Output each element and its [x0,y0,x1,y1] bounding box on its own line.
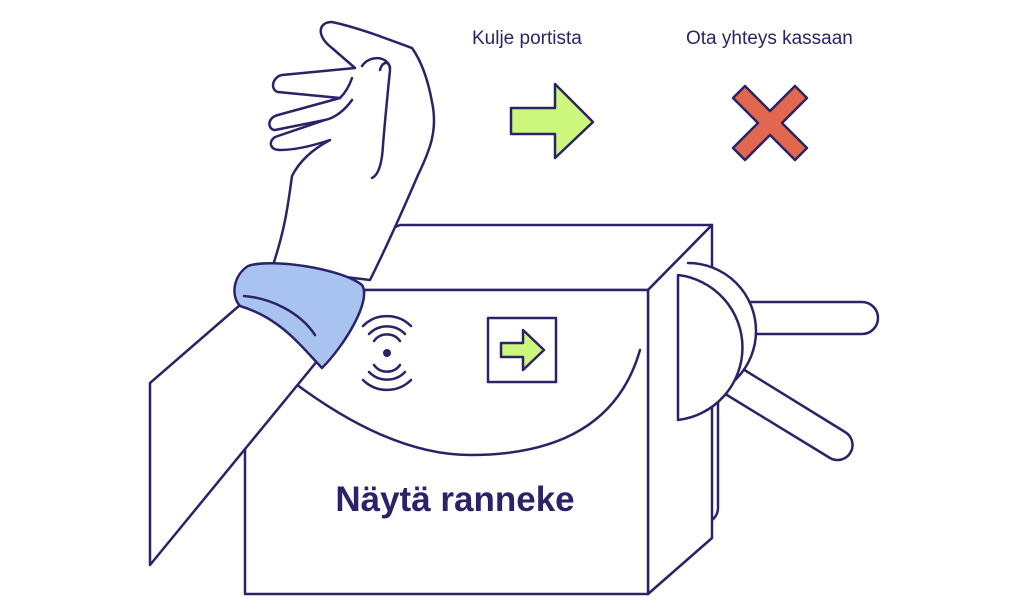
nfc-signal-icon [361,314,413,392]
go-through-gate-label: Kulje portista [472,28,582,49]
turnstile-hub [676,261,758,422]
show-wristband-instruction: Näytä ranneke [335,480,575,519]
contact-cashier-label: Ota yhteys kassaan [686,28,853,49]
red-cross-icon [731,84,809,162]
arrow-display-icon [486,316,558,384]
green-arrow-icon [509,82,595,160]
hand-icon [268,20,436,282]
wristband-icon [233,261,366,370]
